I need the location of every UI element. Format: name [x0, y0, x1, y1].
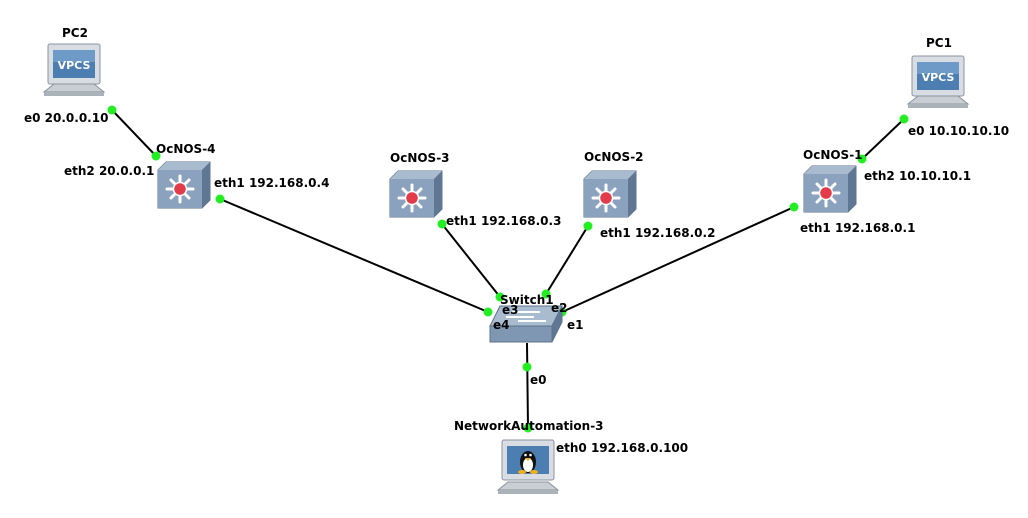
- iface-label-switch-e2: e2: [551, 301, 568, 315]
- router-icon: [582, 169, 638, 219]
- ocnos2-label: OcNOS-2: [584, 150, 644, 164]
- router-icon: [388, 169, 444, 219]
- port-marker[interactable]: [857, 154, 867, 164]
- link-ocnos4-switch1[interactable]: [219, 198, 489, 313]
- link-ocnos2-switch1[interactable]: [545, 225, 589, 295]
- iface-label-ocnos1-eth2: eth2 10.10.10.1: [864, 169, 972, 183]
- netauto-node[interactable]: [496, 439, 560, 494]
- link-switch1-netauto[interactable]: [526, 342, 529, 429]
- iface-label-pc2-e0: e0 20.0.0.10: [24, 111, 109, 125]
- linux-pc-icon: [496, 439, 560, 494]
- links: [111, 109, 905, 429]
- port-marker[interactable]: [899, 114, 909, 124]
- ocnos4-label: OcNOS-4: [156, 142, 216, 156]
- iface-label-netauto-eth0: eth0 192.168.0.100: [556, 441, 689, 455]
- link-ocnos1-switch1[interactable]: [561, 206, 795, 313]
- link-pc2-ocnos4[interactable]: [111, 109, 157, 157]
- port-marker[interactable]: [483, 307, 493, 317]
- iface-label-switch-e3: e3: [502, 303, 519, 317]
- port-marker[interactable]: [541, 289, 551, 299]
- ocnos3-label: OcNOS-3: [390, 151, 450, 165]
- pc2-node[interactable]: VPCS: [42, 43, 106, 96]
- ocnos4-node[interactable]: [156, 160, 212, 210]
- port-marker[interactable]: [495, 292, 505, 302]
- iface-label-switch-e4: e4: [493, 318, 510, 332]
- port-marker[interactable]: [583, 221, 593, 231]
- iface-label-pc1-e0: e0 10.10.10.10: [908, 124, 1010, 138]
- netauto-label: NetworkAutomation-3: [454, 419, 604, 433]
- port-marker[interactable]: [523, 423, 533, 433]
- pc2-screen-text: VPCS: [58, 59, 91, 72]
- iface-label-switch-e1: e1: [567, 318, 584, 332]
- ocnos1-label: OcNOS-1: [803, 148, 863, 162]
- pc1-screen-text: VPCS: [922, 71, 955, 84]
- iface-label-switch-e0: e0: [530, 373, 547, 387]
- iface-label-ocnos4-eth1: eth1 192.168.0.4: [214, 176, 330, 190]
- ocnos3-node[interactable]: [388, 169, 444, 219]
- ocnos2-node[interactable]: [582, 169, 638, 219]
- pc1-label: PC1: [926, 36, 952, 50]
- port-marker[interactable]: [789, 202, 799, 212]
- iface-label-ocnos4-eth2: eth2 20.0.0.1: [64, 164, 155, 178]
- port-marker[interactable]: [437, 219, 447, 229]
- port-marker[interactable]: [107, 105, 117, 115]
- iface-label-ocnos3-eth1: eth1 192.168.0.3: [446, 214, 562, 228]
- switch1-node[interactable]: [489, 305, 563, 343]
- port-marker[interactable]: [522, 362, 532, 372]
- vpcs-pc-icon: VPCS: [42, 43, 106, 96]
- link-ocnos3-switch1[interactable]: [441, 223, 501, 298]
- port-marker[interactable]: [215, 194, 225, 204]
- iface-label-ocnos1-eth1: eth1 192.168.0.1: [800, 221, 916, 235]
- vpcs-pc-icon: VPCS: [906, 55, 970, 108]
- link-pc1-ocnos1[interactable]: [861, 118, 905, 160]
- pc1-node[interactable]: VPCS: [906, 55, 970, 108]
- port-markers: [107, 105, 909, 433]
- ocnos1-node[interactable]: [802, 164, 858, 214]
- pc2-label: PC2: [62, 26, 88, 40]
- router-icon: [156, 160, 212, 210]
- port-marker[interactable]: [151, 151, 161, 161]
- router-icon: [802, 164, 858, 214]
- switch1-label: Switch1: [500, 293, 554, 307]
- iface-label-ocnos2-eth1: eth1 192.168.0.2: [600, 226, 716, 240]
- switch-icon: [489, 305, 563, 343]
